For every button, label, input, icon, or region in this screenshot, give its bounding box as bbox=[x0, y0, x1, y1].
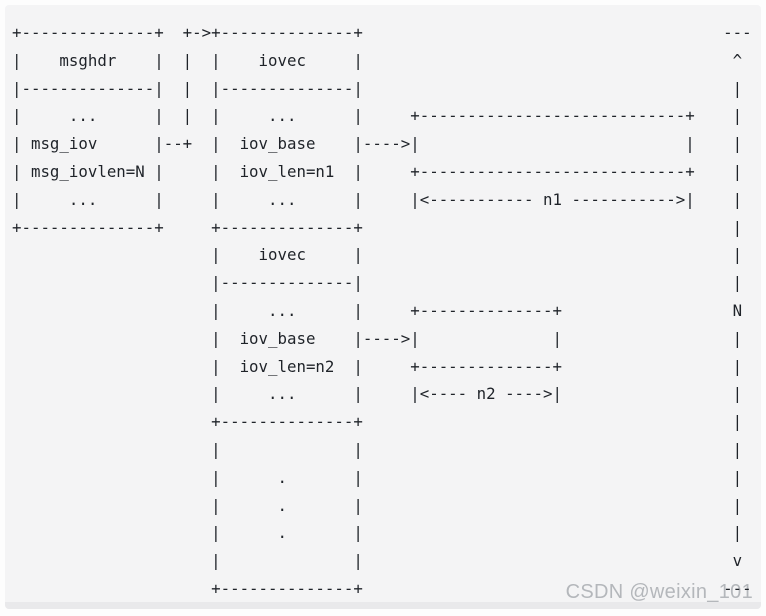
code-block: CSDN @weixin_101 +--------------+ +->+--… bbox=[5, 5, 761, 609]
ascii-diagram: +--------------+ +->+--------------+ ---… bbox=[12, 23, 752, 598]
bottom-edge-strip bbox=[5, 602, 761, 609]
csdn-watermark: CSDN @weixin_101 bbox=[565, 581, 753, 603]
